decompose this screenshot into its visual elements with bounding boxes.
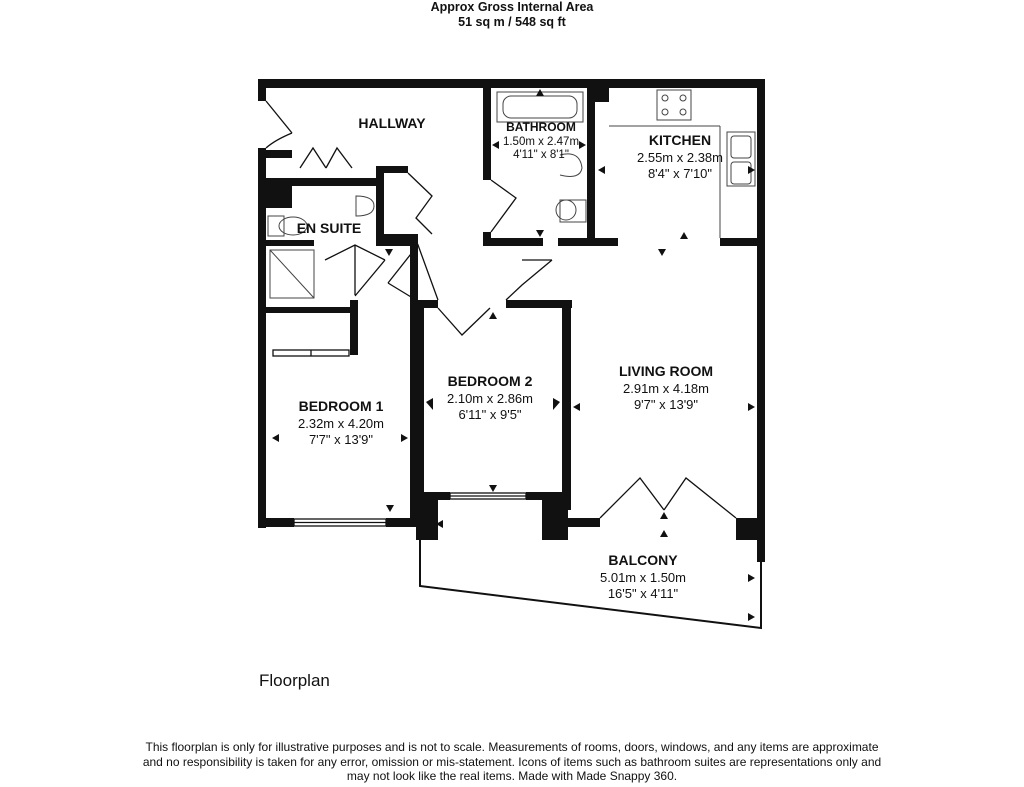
room-metric-balcony: 5.01m x 1.50m: [600, 570, 686, 585]
room-metric-bedroom1: 2.32m x 4.20m: [298, 416, 384, 431]
bathroom-fixtures: [267, 89, 756, 299]
floorplan-caption: Floorplan: [259, 671, 330, 690]
room-name-living-room: LIVING ROOM: [619, 363, 713, 379]
room-name-en-suite: EN SUITE: [297, 220, 362, 236]
area-title: Approx Gross Internal Area: [430, 0, 594, 14]
disclaimer-line-3: may not look like the real items. Made w…: [346, 769, 678, 783]
room-imperial-bedroom2: 6'11" x 9'5": [458, 407, 521, 422]
room-name-balcony: BALCONY: [608, 552, 678, 568]
room-metric-bedroom2: 2.10m x 2.86m: [447, 391, 533, 406]
disclaimer-line-2: and no responsibility is taken for any e…: [142, 754, 882, 769]
measurement-arrows: [272, 89, 755, 621]
room-name-bathroom: BATHROOM: [506, 120, 576, 134]
room-name-bedroom2: BEDROOM 2: [448, 373, 533, 389]
disclaimer: This floorplan is only for illustrative …: [120, 740, 904, 784]
room-name-hallway: HALLWAY: [358, 115, 426, 131]
room-metric-kitchen: 2.55m x 2.38m: [637, 150, 723, 165]
room-metric-living-room: 2.91m x 4.18m: [623, 381, 709, 396]
room-imperial-kitchen: 8'4" x 7'10": [648, 166, 712, 181]
room-imperial-bathroom: 4'11" x 8'1": [513, 149, 569, 161]
room-imperial-living-room: 9'7" x 13'9": [634, 397, 698, 412]
room-metric-bathroom: 1.50m x 2.47m: [503, 136, 579, 148]
room-name-bedroom1: BEDROOM 1: [299, 398, 384, 414]
balcony-outline: [419, 525, 762, 630]
area-value: 51 sq m / 548 sq ft: [458, 15, 566, 29]
walls: [258, 79, 765, 562]
windows: [272, 349, 527, 527]
room-name-kitchen: KITCHEN: [649, 132, 711, 148]
disclaimer-line-1: This floorplan is only for illustrative …: [145, 740, 879, 754]
room-imperial-bedroom1: 7'7" x 13'9": [309, 432, 373, 447]
door-swings: [265, 100, 737, 519]
room-imperial-balcony: 16'5" x 4'11": [608, 586, 679, 601]
